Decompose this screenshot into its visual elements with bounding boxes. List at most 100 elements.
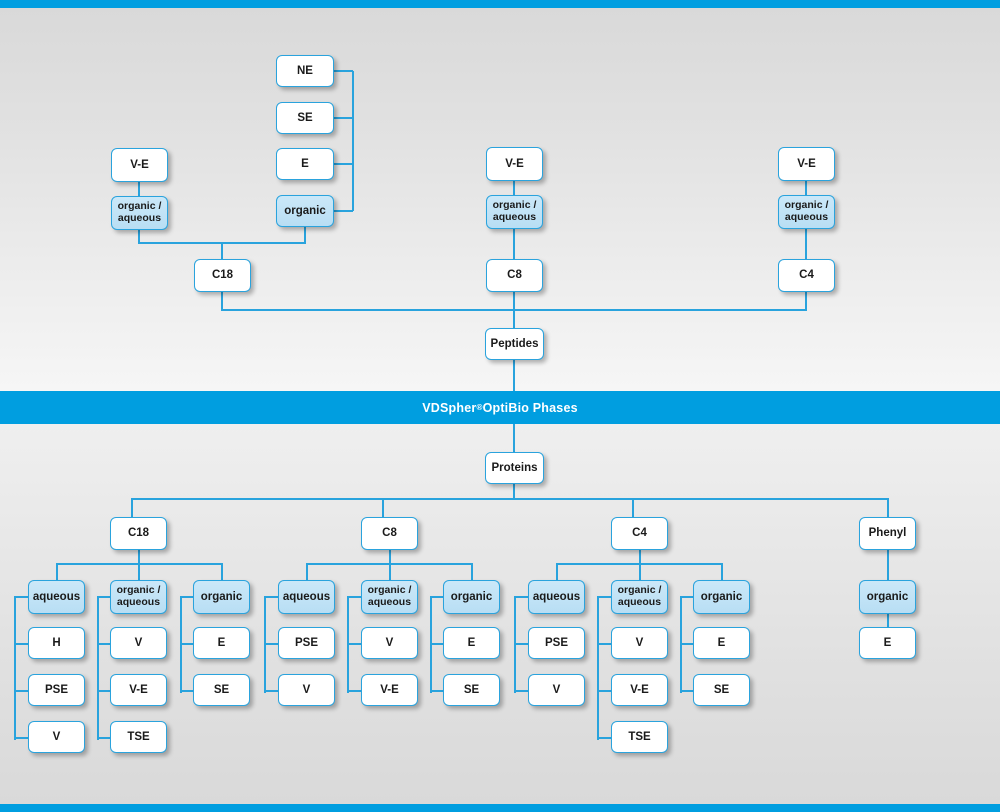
connector-proteins-c4-oa-stub-2 xyxy=(597,690,612,692)
proteins-c8-oa-item-1[interactable]: V-E xyxy=(361,674,418,706)
proteins-c8-organic-item-0[interactable]: E xyxy=(443,627,500,659)
proteins-phenyl-node[interactable]: Phenyl xyxy=(859,517,916,550)
proteins-c18-organic-aqueous-node[interactable]: organic / aqueous xyxy=(110,580,167,614)
connector-proteins-c4-to-organic xyxy=(721,563,723,580)
connector-proteins-c18-down xyxy=(138,550,140,564)
connector-proteins-c18-aqueous-stub-0 xyxy=(14,596,29,598)
proteins-c8-organic-node[interactable]: organic xyxy=(443,580,500,614)
connector-proteins-to-phenyl xyxy=(887,498,889,517)
proteins-c18-oa-item-0[interactable]: V xyxy=(110,627,167,659)
connector-proteins-c8-oa-stub-0 xyxy=(347,596,362,598)
proteins-c18-organic-node[interactable]: organic xyxy=(193,580,250,614)
proteins-c8-aqueous-item-0[interactable]: PSE xyxy=(278,627,335,659)
connector-proteins-c8-aqueous-bus xyxy=(264,597,266,693)
peptides-c4-node[interactable]: C4 xyxy=(778,259,835,292)
proteins-c8-aqueous-item-1[interactable]: V xyxy=(278,674,335,706)
connector-proteins-c8-organic-stub-1 xyxy=(430,643,444,645)
connector-proteins-phenyl-organic-to-item xyxy=(887,614,889,627)
connector-peptides-c4-oa-to-c4 xyxy=(805,229,807,259)
connector-proteins-c4-down xyxy=(639,550,641,564)
proteins-c4-aqueous-node[interactable]: aqueous xyxy=(528,580,585,614)
connector-proteins-c18-oa-stub-1 xyxy=(97,643,111,645)
proteins-c4-organic-aqueous-node[interactable]: organic / aqueous xyxy=(611,580,668,614)
connector-proteins-to-c8 xyxy=(382,498,384,517)
proteins-c4-aqueous-item-0[interactable]: PSE xyxy=(528,627,585,659)
peptides-c4-organic-aqueous-node[interactable]: organic / aqueous xyxy=(778,195,835,229)
connector-peptides-c18-oa-down xyxy=(138,230,140,243)
peptides-root-node[interactable]: Peptides xyxy=(485,328,544,360)
top-accent-bar xyxy=(0,0,1000,8)
proteins-c8-oa-item-0[interactable]: V xyxy=(361,627,418,659)
proteins-c8-aqueous-node[interactable]: aqueous xyxy=(278,580,335,614)
proteins-c4-organic-item-0[interactable]: E xyxy=(693,627,750,659)
proteins-phenyl-organic-item-0[interactable]: E xyxy=(859,627,916,659)
proteins-c4-node[interactable]: C4 xyxy=(611,517,668,550)
connector-proteins-c8-organic-stub-0 xyxy=(430,596,444,598)
proteins-c8-node[interactable]: C8 xyxy=(361,517,418,550)
connector-proteins-c4-aqueous-stub-0 xyxy=(514,596,529,598)
connector-proteins-c8-oa-bus xyxy=(347,597,349,693)
proteins-c18-aqueous-item-2[interactable]: V xyxy=(28,721,85,753)
proteins-c18-aqueous-node[interactable]: aqueous xyxy=(28,580,85,614)
connector-proteins-c4-oa-stub-3 xyxy=(597,737,612,739)
connector-proteins-root-down xyxy=(513,484,515,499)
proteins-c18-organic-item-1[interactable]: SE xyxy=(193,674,250,706)
proteins-c8-organic-item-1[interactable]: SE xyxy=(443,674,500,706)
connector-proteins-c8-organic-bus xyxy=(430,597,432,693)
connector-proteins-c8-aqueous-stub-0 xyxy=(264,596,279,598)
connector-proteins-c18-aqueous-bus xyxy=(14,597,16,740)
proteins-root-node[interactable]: Proteins xyxy=(485,452,544,484)
connector-peptides-root-to-banner xyxy=(513,360,515,392)
connector-proteins-c18-organic-stub-2 xyxy=(180,690,194,692)
connector-peptides-c8-ve-to-oa xyxy=(513,181,515,195)
proteins-c18-aqueous-item-1[interactable]: PSE xyxy=(28,674,85,706)
proteins-c4-aqueous-item-1[interactable]: V xyxy=(528,674,585,706)
proteins-c18-oa-item-1[interactable]: V-E xyxy=(110,674,167,706)
connector-proteins-to-c4 xyxy=(632,498,634,517)
peptides-c8-ve-node[interactable]: V-E xyxy=(486,147,543,181)
proteins-c8-organic-aqueous-node[interactable]: organic / aqueous xyxy=(361,580,418,614)
brand-banner: VDSpher® OptiBio Phases xyxy=(0,391,1000,424)
proteins-c18-aqueous-item-0[interactable]: H xyxy=(28,627,85,659)
proteins-c18-node[interactable]: C18 xyxy=(110,517,167,550)
connector-proteins-c4-oa-stub-0 xyxy=(597,596,612,598)
connector-proteins-c18-to-organic xyxy=(221,563,223,580)
connector-peptides-merge-down xyxy=(513,292,515,329)
proteins-c4-oa-item-1[interactable]: V-E xyxy=(611,674,668,706)
proteins-phenyl-organic-node[interactable]: organic xyxy=(859,580,916,614)
connector-proteins-c18-to-aqueous xyxy=(56,563,58,580)
connector-proteins-c8-oa-stub-1 xyxy=(347,643,362,645)
proteins-c4-oa-item-2[interactable]: TSE xyxy=(611,721,668,753)
proteins-c4-organic-item-1[interactable]: SE xyxy=(693,674,750,706)
connector-peptides-c18-merge-down xyxy=(221,242,223,259)
peptides-c18-ne-node[interactable]: NE xyxy=(276,55,334,87)
peptides-c4-ve-node[interactable]: V-E xyxy=(778,147,835,181)
peptides-c18-oa-ve-node[interactable]: V-E xyxy=(111,148,168,182)
connector-proteins-c18-organic-stub-0 xyxy=(180,596,194,598)
peptides-c18-e-node[interactable]: E xyxy=(276,148,334,180)
connector-proteins-c4-to-oa xyxy=(639,563,641,580)
peptides-c8-node[interactable]: C8 xyxy=(486,259,543,292)
connector-peptides-c4-ve-to-oa xyxy=(805,181,807,195)
connector-proteins-c4-organic-bus xyxy=(680,597,682,693)
peptides-c18-se-node[interactable]: SE xyxy=(276,102,334,134)
connector-proteins-c8-aqueous-stub-2 xyxy=(264,690,279,692)
proteins-c4-oa-item-0[interactable]: V xyxy=(611,627,668,659)
connector-proteins-c8-down xyxy=(389,550,391,564)
peptides-c18-organic-node[interactable]: organic xyxy=(276,195,334,227)
connector-peptides-c4-down xyxy=(805,292,807,310)
proteins-c4-organic-node[interactable]: organic xyxy=(693,580,750,614)
connector-proteins-phenyl-to-organic xyxy=(887,550,889,580)
peptides-c18-node[interactable]: C18 xyxy=(194,259,251,292)
proteins-c18-oa-item-2[interactable]: TSE xyxy=(110,721,167,753)
connector-banner-to-proteins xyxy=(513,424,515,452)
connector-proteins-c4-aqueous-stub-2 xyxy=(514,690,529,692)
peptides-c18-organic-aqueous-node[interactable]: organic / aqueous xyxy=(111,196,168,230)
connector-proteins-c18-organic-stub-1 xyxy=(180,643,194,645)
connector-peptides-c18-e-stub xyxy=(334,163,353,165)
connector-proteins-c4-to-aqueous xyxy=(556,563,558,580)
connector-peptides-c18-organic-stub xyxy=(334,210,353,212)
peptides-c8-organic-aqueous-node[interactable]: organic / aqueous xyxy=(486,195,543,229)
proteins-c18-organic-item-0[interactable]: E xyxy=(193,627,250,659)
